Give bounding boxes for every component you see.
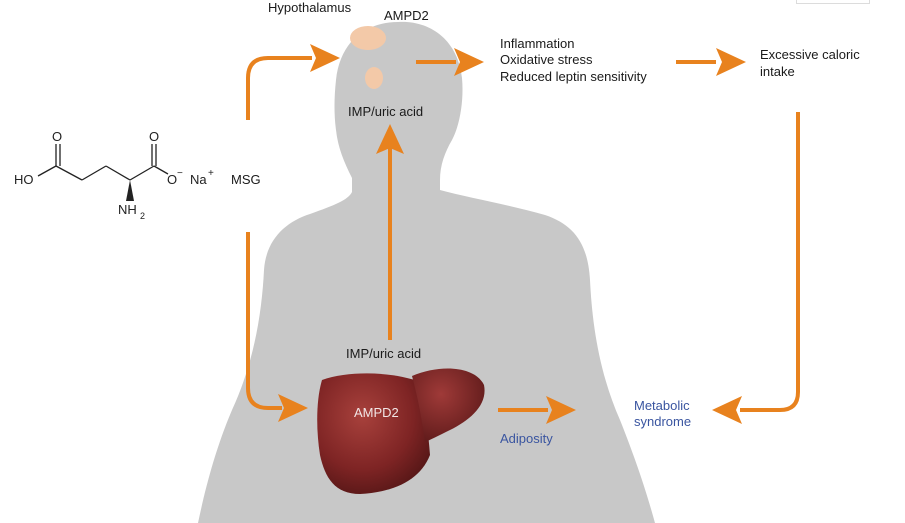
label-intake: intake <box>760 64 795 79</box>
arrow-intake-to-syndrome <box>740 112 800 412</box>
label-ampd2-liver: AMPD2 <box>354 405 399 420</box>
label-ampd2-brain: AMPD2 <box>384 8 429 23</box>
arrowhead-liver <box>278 394 308 422</box>
atom-na: Na <box>190 172 207 187</box>
msg-atom-labels: O O HO O − Na + NH 2 <box>14 129 214 221</box>
arrow-msg-to-brain <box>246 56 312 120</box>
liver <box>317 368 485 494</box>
label-hypothalamus: Hypothalamus <box>268 0 352 15</box>
label-syndrome: syndrome <box>634 414 692 429</box>
atom-nh: NH <box>118 202 137 217</box>
arrowheads <box>278 44 746 424</box>
atom-o-right: O <box>149 129 159 144</box>
arrowhead-adiposity <box>546 396 576 424</box>
atom-o-minus: O <box>167 172 177 187</box>
msg-wedge-bond <box>126 180 134 201</box>
msg-structure <box>37 144 169 181</box>
label-inflammation: Inflammation <box>500 36 575 51</box>
arrows <box>246 56 800 412</box>
corner-frame <box>796 0 870 4</box>
atom-plus-charge: + <box>208 168 214 179</box>
atom-o-left: O <box>52 129 62 144</box>
atom-minus-charge: − <box>177 168 183 179</box>
label-msg: MSG <box>231 172 261 187</box>
label-imp-uric-upper: IMP/uric acid <box>348 104 424 119</box>
atom-ho: HO <box>14 172 34 187</box>
label-reduced-leptin: Reduced leptin sensitivity <box>500 69 647 84</box>
label-excessive-caloric: Excessive caloric <box>760 47 860 62</box>
arrowhead-effects <box>454 48 484 76</box>
arrowhead-syndrome <box>712 396 742 424</box>
atom-sub2: 2 <box>140 211 145 221</box>
human-silhouette <box>198 21 655 523</box>
label-oxidative-stress: Oxidative stress <box>500 52 593 67</box>
brain-blob-lower <box>365 67 383 89</box>
label-adiposity: Adiposity <box>500 431 553 446</box>
arrowhead-up <box>376 124 404 154</box>
arrowhead-intake <box>716 48 746 76</box>
silhouette-body <box>198 21 655 523</box>
liver-main <box>317 373 430 494</box>
arrowhead-brain <box>310 44 340 72</box>
brain-blob-upper <box>350 26 386 50</box>
arrow-msg-to-liver <box>246 232 282 410</box>
brain-blobs <box>350 26 386 89</box>
label-metabolic: Metabolic <box>634 398 690 413</box>
label-imp-uric-lower: IMP/uric acid <box>346 346 422 361</box>
liver-lobe <box>412 368 485 442</box>
